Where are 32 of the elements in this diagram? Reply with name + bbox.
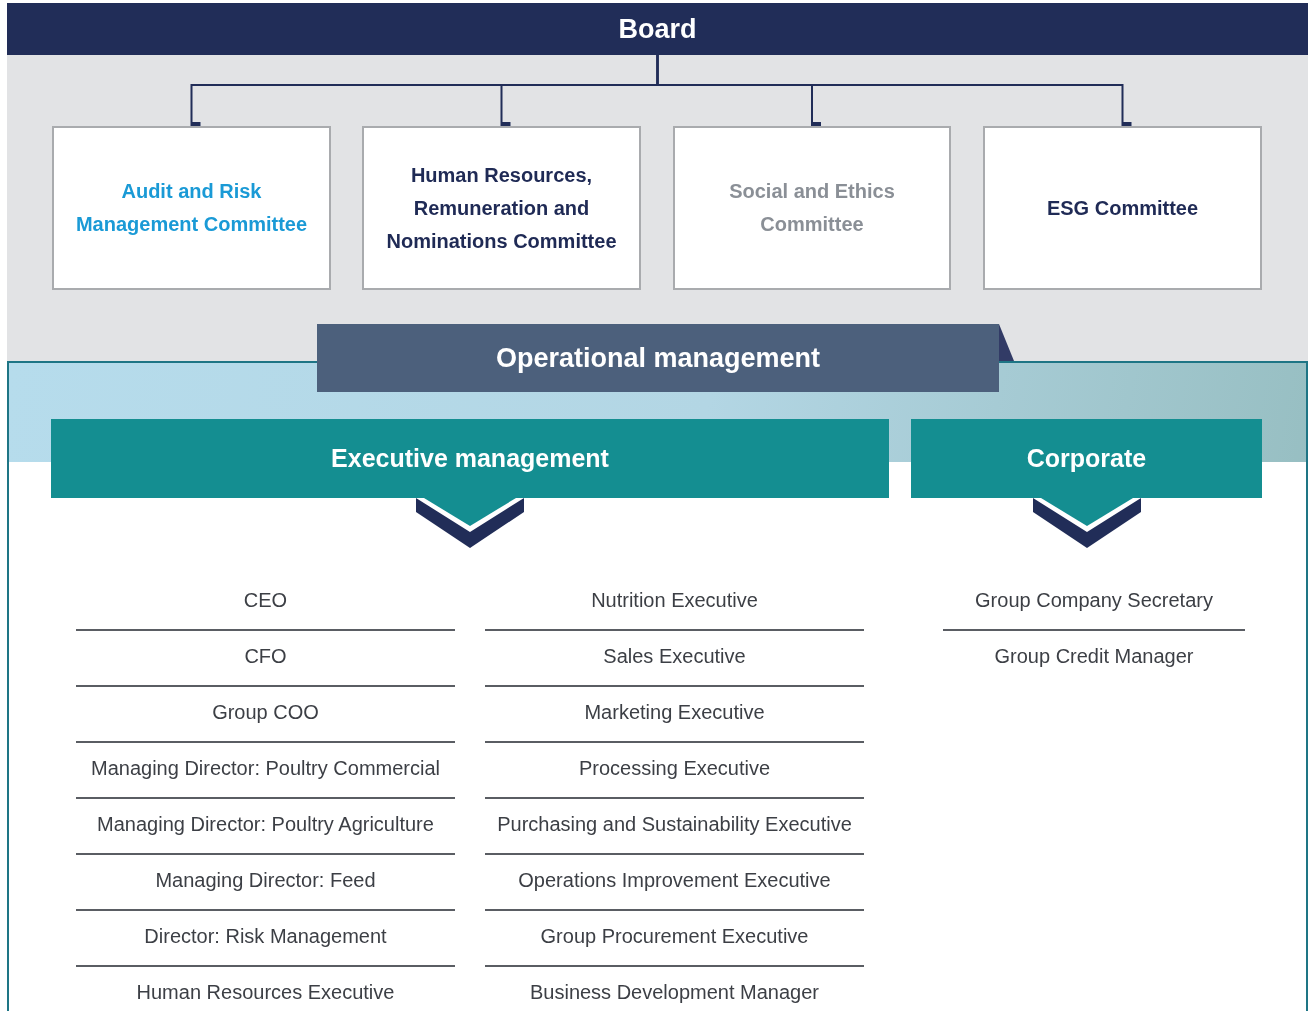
node-label: Corporate xyxy=(1026,444,1147,473)
role-label: Nutrition Executive xyxy=(590,588,759,613)
node-label: Human Resources, Remuneration and Nominations Committee xyxy=(385,162,618,254)
role-label: Group Procurement Executive xyxy=(539,924,810,949)
committee-box xyxy=(362,126,641,290)
role-label: Sales Executive xyxy=(602,644,747,669)
role-label: Group Credit Manager xyxy=(993,644,1195,669)
board-band xyxy=(7,3,1308,55)
role-label: Group COO xyxy=(211,700,320,725)
role-label: Marketing Executive xyxy=(583,700,766,725)
role-label: Operations Improvement Executive xyxy=(517,868,832,893)
role-label: Processing Executive xyxy=(577,756,772,781)
committee-box xyxy=(673,126,951,290)
role-label: Managing Director: Feed xyxy=(154,868,377,893)
node-label: Board xyxy=(618,13,697,45)
node-label: ESG Committee xyxy=(1046,195,1199,221)
committee-box xyxy=(52,126,331,290)
role-label: Group Company Secretary xyxy=(974,588,1214,613)
node-label: Audit and Risk Management Committee xyxy=(74,179,309,237)
committee-box xyxy=(983,126,1262,290)
operational-management-box xyxy=(317,324,999,392)
node-label: Executive management xyxy=(331,444,609,473)
role-label: CFO xyxy=(243,644,288,669)
role-label: Managing Director: Poultry Commercial xyxy=(90,756,441,781)
role-label: CEO xyxy=(242,588,289,613)
node-label: Social and Ethics Committee xyxy=(728,179,896,237)
role-label: Managing Director: Poultry Agriculture xyxy=(96,812,435,837)
node-label: Operational management xyxy=(495,342,821,374)
role-label: Business Development Manager xyxy=(528,980,820,1005)
role-label: Human Resources Executive xyxy=(135,980,396,1005)
role-label: Director: Risk Management xyxy=(143,924,388,949)
role-label: Purchasing and Sustainability Executive xyxy=(496,812,853,837)
